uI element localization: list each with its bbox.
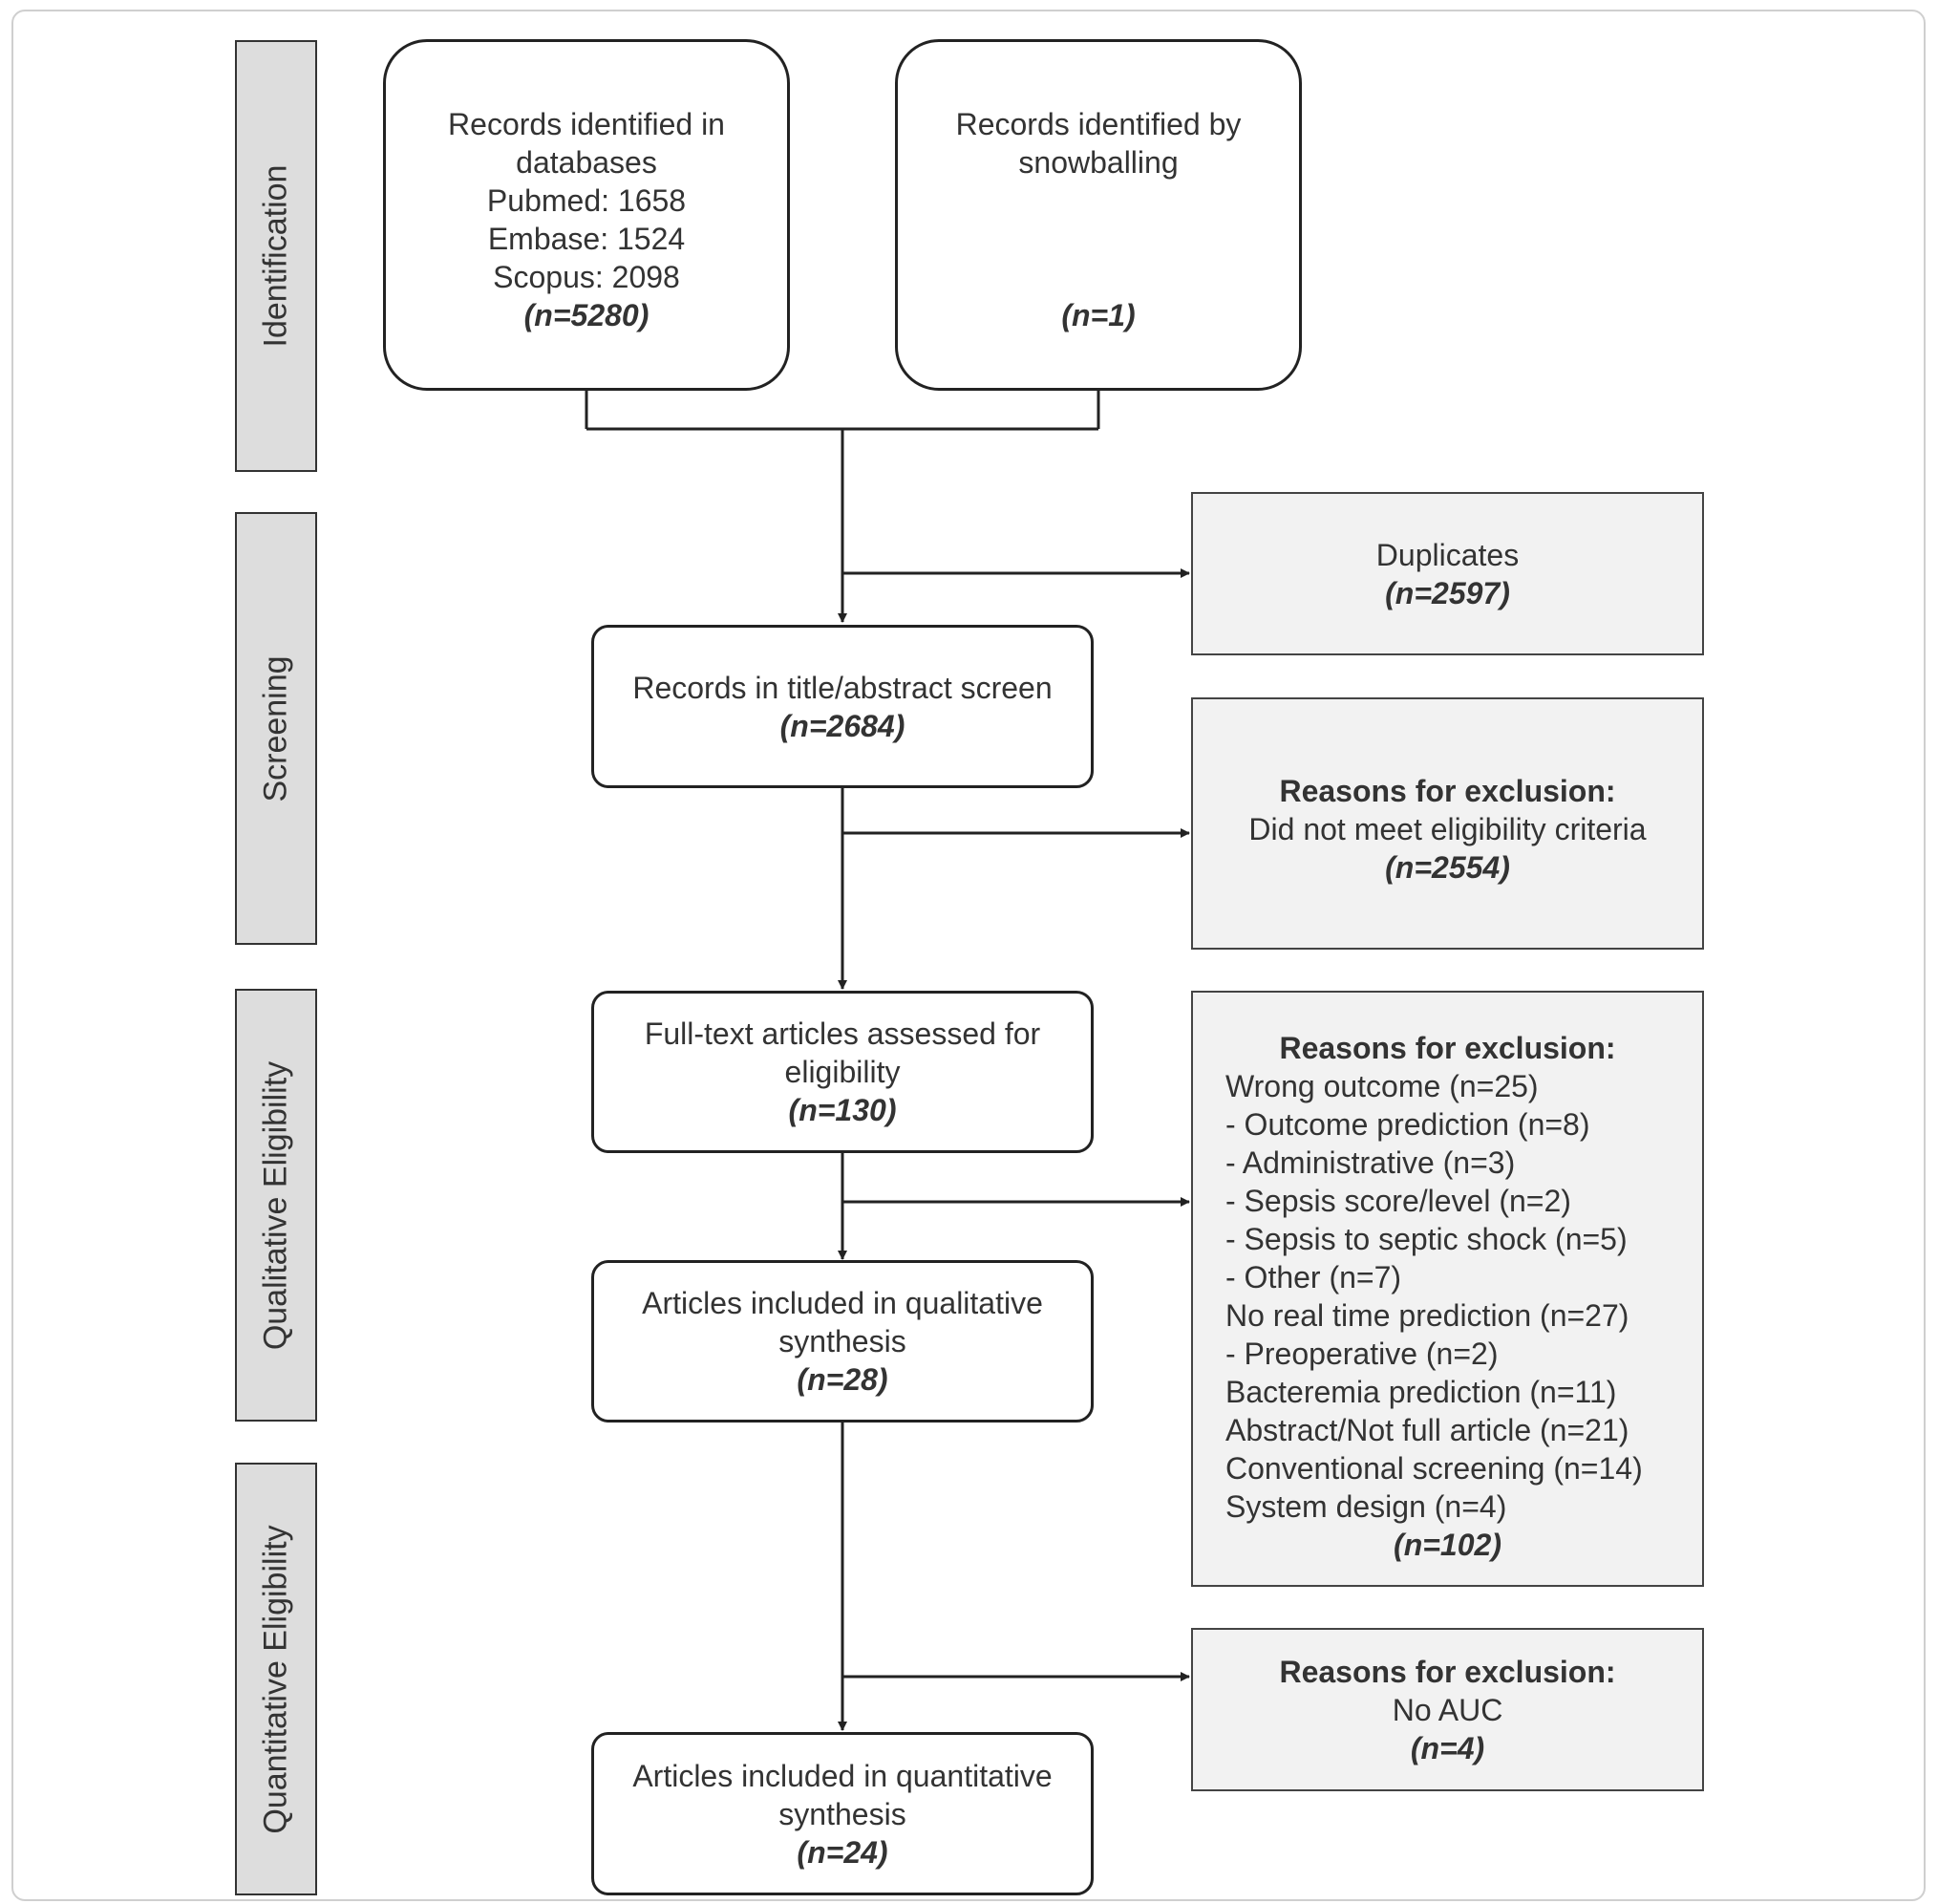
quantitative-synthesis-line2: synthesis: [778, 1796, 906, 1831]
reason-item: - Preoperative (n=2): [1225, 1337, 1499, 1371]
duplicates-label: Duplicates: [1375, 537, 1520, 572]
qualitative-synthesis-line1: Articles included in qualitative: [642, 1286, 1043, 1320]
reason-item: - Sepsis score/level (n=2): [1225, 1184, 1571, 1218]
exclusion-fulltext-reasons: Wrong outcome (n=25) - Outcome predictio…: [1193, 1067, 1643, 1526]
figure-frame: [11, 10, 1926, 1901]
scopus-count: Scopus: 2098: [493, 260, 680, 294]
records-snowballing-box: Records identified by snowballing (n=1): [895, 39, 1302, 391]
quantitative-synthesis-line1: Articles included in quantitative: [632, 1758, 1053, 1793]
full-text-line1: Full-text articles assessed for: [644, 1016, 1041, 1051]
exclusion-screening-box: Reasons for exclusion: Did not meet elig…: [1191, 697, 1704, 950]
exclusion-fulltext-box: Reasons for exclusion: Wrong outcome (n=…: [1191, 991, 1704, 1587]
reason-item: - Outcome prediction (n=8): [1225, 1107, 1590, 1142]
stage-qualitative-eligibility: Qualitative Eligibility: [235, 989, 317, 1422]
exclusion-quantitative-heading: Reasons for exclusion:: [1279, 1654, 1616, 1689]
records-snowballing-line2: snowballing: [1018, 145, 1179, 180]
reason-item: Bacteremia prediction (n=11): [1225, 1375, 1617, 1409]
qualitative-synthesis-line2: synthesis: [778, 1324, 906, 1358]
stage-quantitative-eligibility: Quantitative Eligibility: [235, 1463, 317, 1895]
stage-identification: Identification: [235, 40, 317, 472]
exclusion-quantitative-box: Reasons for exclusion: No AUC (n=4): [1191, 1628, 1704, 1791]
full-text-box: Full-text articles assessed for eligibil…: [591, 991, 1094, 1153]
title-abstract-screen-n: (n=2684): [779, 708, 905, 743]
quantitative-synthesis-n: (n=24): [797, 1834, 888, 1870]
title-abstract-screen-box: Records in title/abstract screen (n=2684…: [591, 625, 1094, 788]
stage-screening: Screening: [235, 512, 317, 945]
duplicates-box: Duplicates (n=2597): [1191, 492, 1704, 655]
reason-item: - Other (n=7): [1225, 1260, 1402, 1294]
reason-item: Conventional screening (n=14): [1225, 1451, 1643, 1486]
quantitative-synthesis-box: Articles included in quantitative synthe…: [591, 1732, 1094, 1895]
embase-count: Embase: 1524: [487, 222, 686, 256]
reason-item: System design (n=4): [1225, 1489, 1507, 1524]
reason-item: No real time prediction (n=27): [1225, 1298, 1629, 1333]
title-abstract-screen-label: Records in title/abstract screen: [632, 670, 1053, 705]
records-databases-line2: databases: [516, 145, 657, 180]
reason-item: - Administrative (n=3): [1225, 1145, 1516, 1180]
duplicates-n: (n=2597): [1385, 575, 1510, 610]
pubmed-count: Pubmed: 1658: [486, 183, 687, 218]
full-text-line2: eligibility: [784, 1055, 901, 1089]
exclusion-screening-reason: Did not meet eligibility criteria: [1248, 812, 1647, 846]
reason-item: Abstract/Not full article (n=21): [1225, 1413, 1629, 1447]
exclusion-quantitative-n: (n=4): [1410, 1730, 1485, 1765]
records-databases-line1: Records identified in: [448, 107, 725, 141]
records-databases-box: Records identified in databases Pubmed: …: [383, 39, 790, 391]
reason-item: Wrong outcome (n=25): [1225, 1069, 1539, 1103]
records-databases-n: (n=5280): [523, 298, 650, 332]
exclusion-screening-heading: Reasons for exclusion:: [1279, 774, 1616, 808]
records-snowballing-n: (n=1): [1061, 298, 1136, 332]
exclusion-quantitative-reason: No AUC: [1392, 1692, 1503, 1727]
qualitative-synthesis-n: (n=28): [797, 1362, 888, 1397]
full-text-n: (n=130): [788, 1093, 897, 1127]
reason-item: - Sepsis to septic shock (n=5): [1225, 1222, 1628, 1256]
records-snowballing-line1: Records identified by: [955, 107, 1242, 141]
exclusion-screening-n: (n=2554): [1385, 850, 1510, 885]
exclusion-fulltext-heading: Reasons for exclusion:: [1279, 1031, 1616, 1065]
qualitative-synthesis-box: Articles included in qualitative synthes…: [591, 1260, 1094, 1423]
exclusion-fulltext-n: (n=102): [1394, 1528, 1501, 1562]
